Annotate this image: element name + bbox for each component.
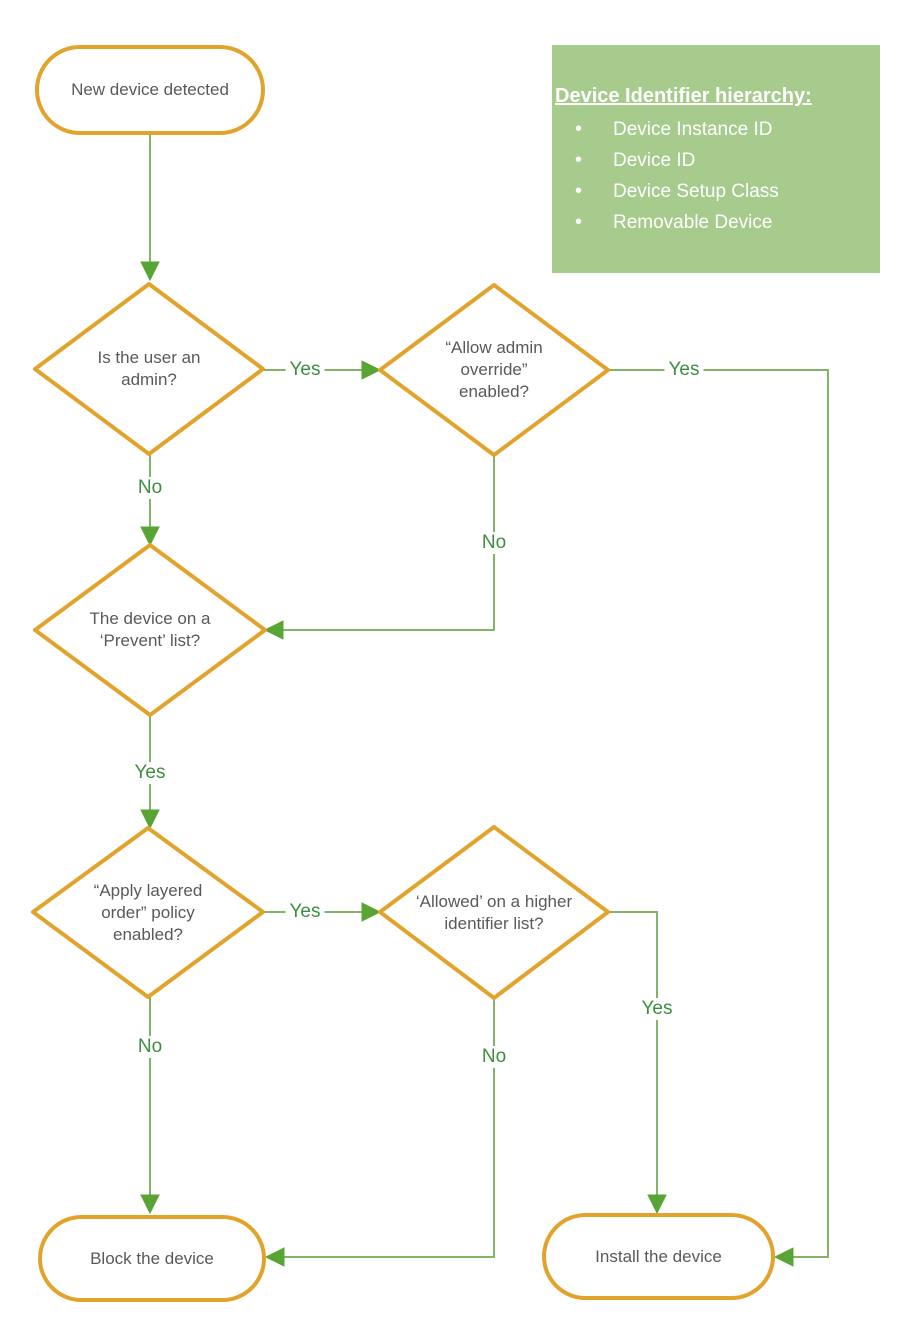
- arrowhead-into-install-right: [773, 1247, 794, 1267]
- arrowhead-into-layered: [140, 809, 160, 830]
- edge-override-yes-to-install: [608, 369, 829, 1258]
- legend-panel-list: Device Instance ID Device ID Device Setu…: [555, 114, 874, 238]
- diamond-allowed-shape: [378, 825, 610, 1000]
- edge-allowed-yes-to-install: [608, 911, 658, 1195]
- arrowhead-into-prevent-top: [140, 526, 160, 547]
- edge-label-admin-no: No: [133, 477, 167, 499]
- node-start-label: New device detected: [71, 80, 229, 100]
- node-block-device: Block the device: [38, 1215, 266, 1302]
- edge-label-prevent-yes: Yes: [130, 762, 170, 784]
- legend-panel: Device Identifier hierarchy: Device Inst…: [552, 45, 880, 273]
- node-install-device: Install the device: [542, 1213, 775, 1300]
- edge-allowed-no-to-block: [284, 998, 495, 1258]
- legend-item-device-id: Device ID: [555, 145, 874, 176]
- edge-label-admin-yes: Yes: [285, 359, 325, 381]
- edge-override-no-to-prevent: [283, 455, 495, 631]
- legend-panel-title: Device Identifier hierarchy:: [555, 85, 812, 107]
- edge-label-layered-no: No: [133, 1036, 167, 1058]
- legend-item-removable-device: Removable Device: [555, 207, 874, 238]
- edge-label-layered-yes: Yes: [285, 901, 325, 923]
- arrowhead-into-admin: [140, 261, 160, 282]
- node-start: New device detected: [35, 45, 265, 135]
- diamond-override-shape: [378, 283, 610, 457]
- arrowhead-into-prevent-right: [263, 620, 284, 640]
- arrowhead-into-override: [361, 360, 382, 380]
- diamond-layered-shape: [31, 826, 265, 999]
- diamond-prevent-shape: [33, 543, 267, 717]
- legend-item-device-instance-id: Device Instance ID: [555, 114, 874, 145]
- edge-label-allowed-yes: Yes: [637, 998, 677, 1020]
- edge-label-allowed-no: No: [477, 1046, 511, 1068]
- arrowhead-into-block-top: [140, 1194, 160, 1215]
- node-block-label: Block the device: [90, 1248, 214, 1268]
- arrowhead-into-block-right: [264, 1247, 285, 1267]
- arrowhead-into-install-top: [647, 1194, 667, 1215]
- node-install-label: Install the device: [595, 1246, 722, 1266]
- edge-label-override-yes: Yes: [664, 359, 704, 381]
- arrowhead-into-allowed: [361, 902, 382, 922]
- diamond-admin-shape: [33, 282, 265, 456]
- edge-label-override-no: No: [477, 532, 511, 554]
- legend-item-device-setup-class: Device Setup Class: [555, 176, 874, 207]
